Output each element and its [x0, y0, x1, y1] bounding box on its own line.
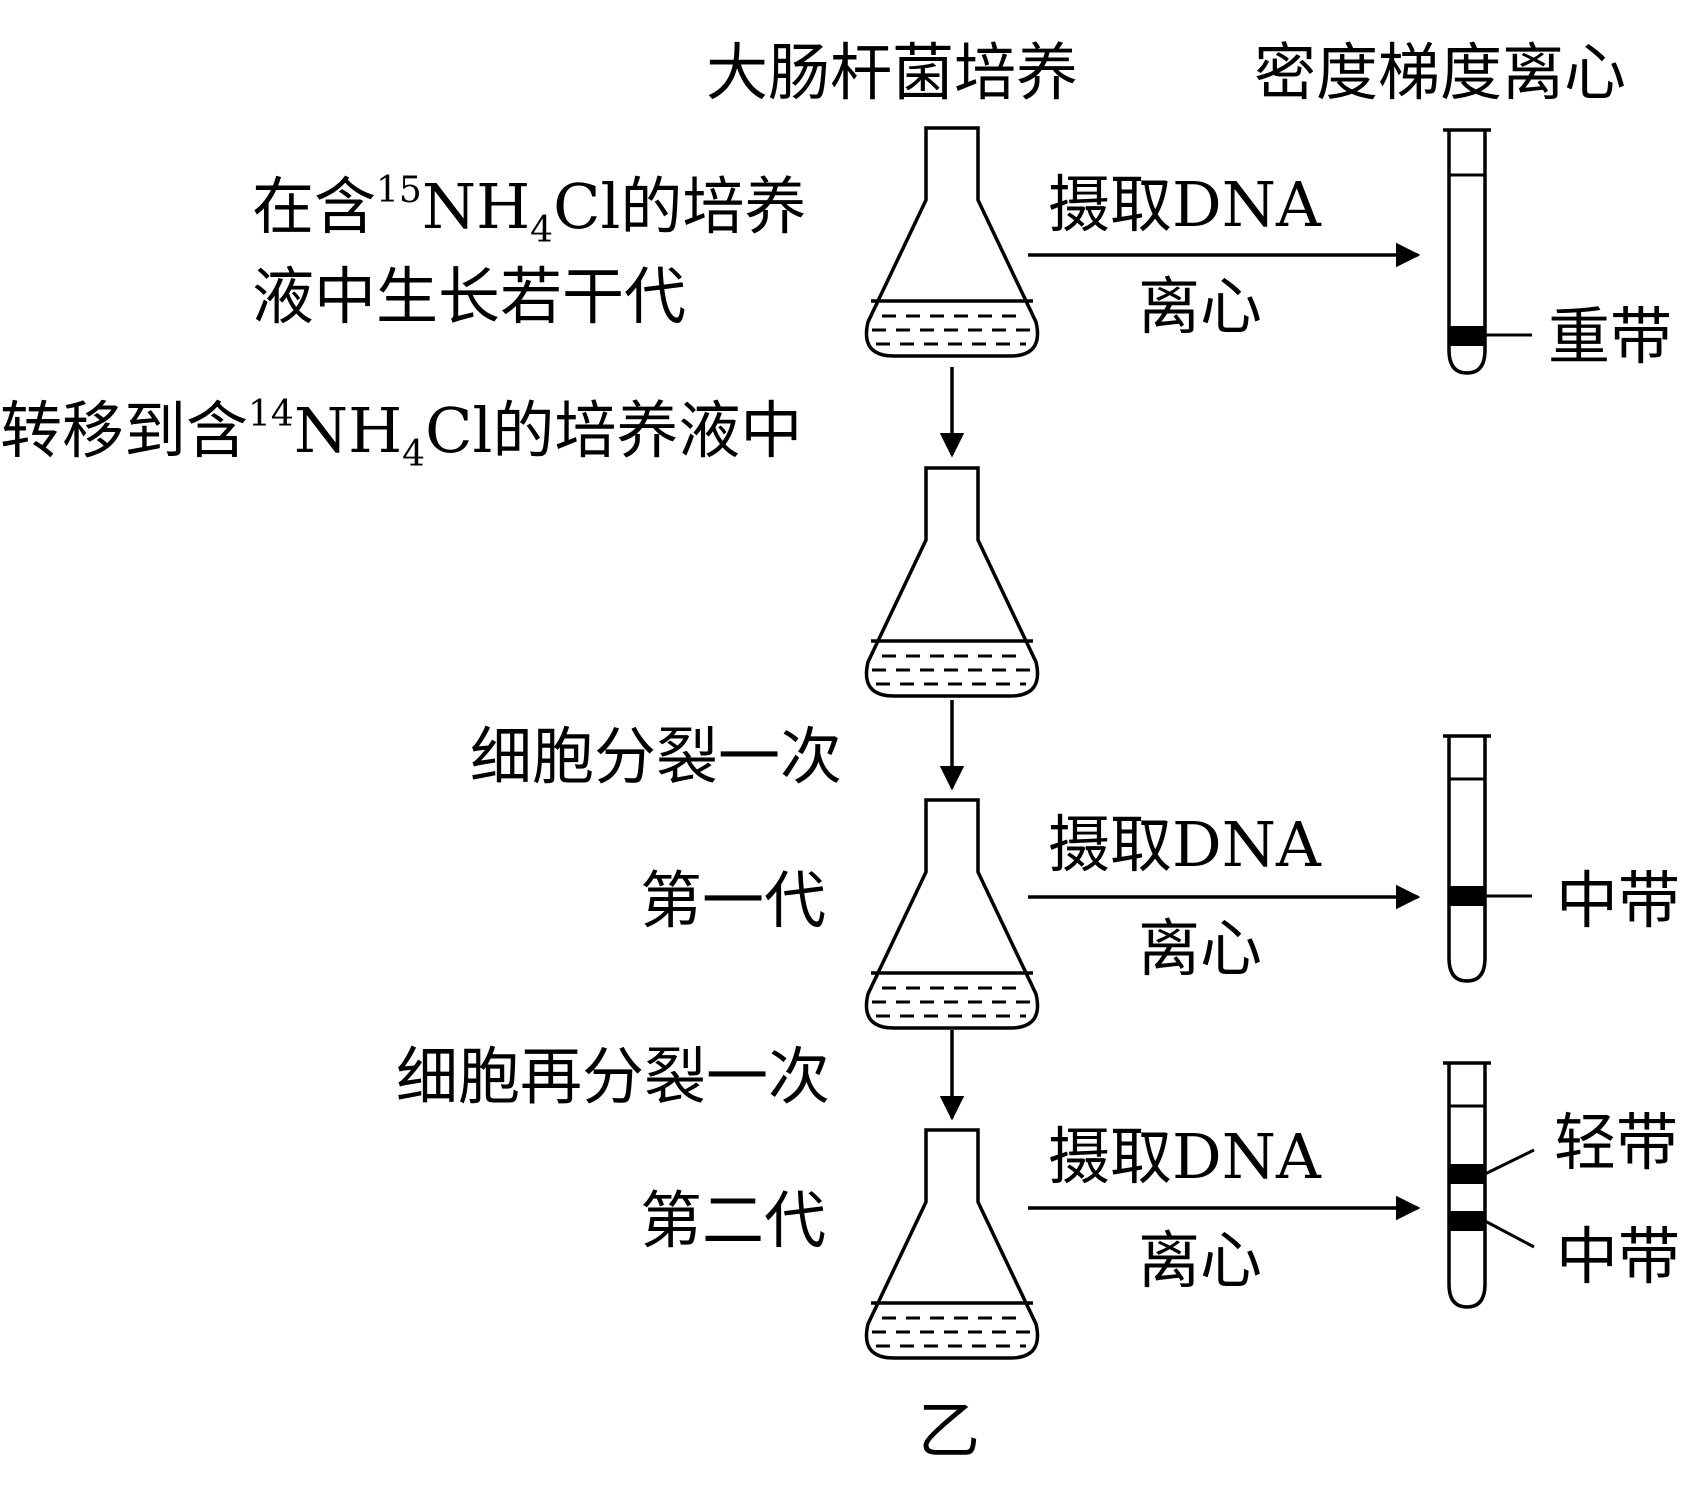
culture-title: 大肠杆菌培养 — [706, 36, 1078, 109]
figure-label: 乙 — [918, 1394, 980, 1467]
flask-second-generation — [864, 1128, 1040, 1360]
test-tube-2 — [1443, 734, 1532, 983]
extract-label-bottom-1: 离心 — [1138, 270, 1262, 343]
test-tube-1 — [1443, 128, 1532, 375]
flask-first-generation — [864, 798, 1040, 1030]
middle-band-2 — [1449, 1211, 1485, 1231]
light-band — [1449, 1164, 1485, 1184]
middle-band-label-1: 中带 — [1556, 864, 1680, 937]
extract-label-bottom-3: 离心 — [1138, 1224, 1262, 1297]
flask-initial — [864, 126, 1040, 358]
test-tube-3 — [1443, 1061, 1535, 1309]
divide-again-text: 细胞再分裂一次 — [396, 1040, 830, 1113]
extract-label-bottom-2: 离心 — [1138, 912, 1262, 985]
heavy-band — [1449, 326, 1485, 346]
light-band-label: 轻带 — [1554, 1106, 1678, 1179]
extract-label-top-2: 摄取DNA — [1048, 808, 1322, 881]
heavy-band-label: 重带 — [1548, 300, 1672, 373]
extract-label-top-1: 摄取DNA — [1048, 168, 1322, 241]
first-generation-label: 第一代 — [640, 864, 826, 937]
divide-once-text: 细胞分裂一次 — [470, 720, 842, 793]
extract-label-top-3: 摄取DNA — [1048, 1120, 1322, 1193]
centrifuge-title: 密度梯度离心 — [1254, 36, 1626, 109]
middle-band-label-2: 中带 — [1556, 1220, 1680, 1293]
second-generation-label: 第二代 — [640, 1184, 826, 1257]
transfer-text: 转移到含14NH4Cl的培养液中 — [0, 394, 802, 475]
middle-band-1 — [1449, 886, 1485, 906]
start-text-line1: 在含15NH4Cl的培养 — [252, 170, 806, 251]
flask-transferred — [864, 466, 1040, 698]
start-text-line2: 液中生长若干代 — [252, 260, 686, 333]
